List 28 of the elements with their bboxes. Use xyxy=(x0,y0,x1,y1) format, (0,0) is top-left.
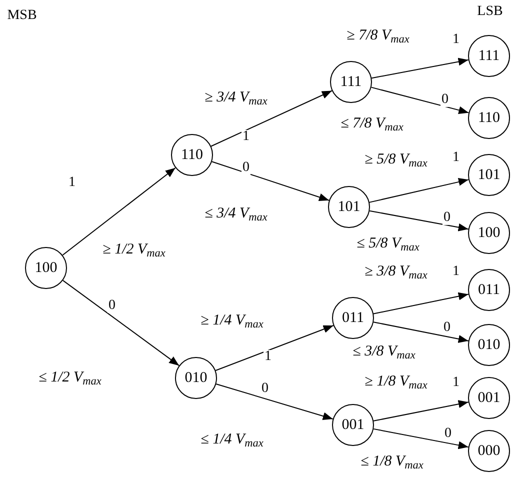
bit-order-label: LSB xyxy=(477,5,503,19)
arrow xyxy=(373,292,469,314)
threshold-label: ≥ 5/8 V$_{max}$ xyxy=(364,152,428,168)
arrow xyxy=(210,90,332,147)
arrow xyxy=(373,400,469,422)
arrow xyxy=(368,178,470,203)
threshold-label: ≥ 1/2 V$_{max}$ xyxy=(102,242,166,258)
arrow xyxy=(373,428,469,450)
arrow xyxy=(62,167,176,256)
bit-order-label: MSB xyxy=(7,9,37,23)
arrow xyxy=(215,325,334,371)
bit-label: 0 xyxy=(242,161,250,175)
bit-label: 0 xyxy=(440,93,450,107)
threshold-label: ≤ 1/4 V$_{max}$ xyxy=(200,432,264,448)
arrow xyxy=(62,280,180,366)
arrow xyxy=(211,161,330,202)
bit-label: 0 xyxy=(442,211,452,225)
threshold-label: ≤ 1/2 V$_{max}$ xyxy=(38,370,102,386)
threshold-label: ≥ 3/8 V$_{max}$ xyxy=(364,264,428,280)
arrow xyxy=(370,86,470,114)
threshold-label: ≤ 7/8 V$_{max}$ xyxy=(340,116,404,132)
arrow xyxy=(373,322,469,343)
bit-label: 0 xyxy=(108,299,116,313)
threshold-label: ≤ 3/4 V$_{max}$ xyxy=(204,206,268,222)
arrow xyxy=(369,210,469,232)
arrow xyxy=(216,384,334,420)
arrow xyxy=(371,58,469,79)
threshold-label: ≥ 1/8 V$_{max}$ xyxy=(364,374,428,390)
